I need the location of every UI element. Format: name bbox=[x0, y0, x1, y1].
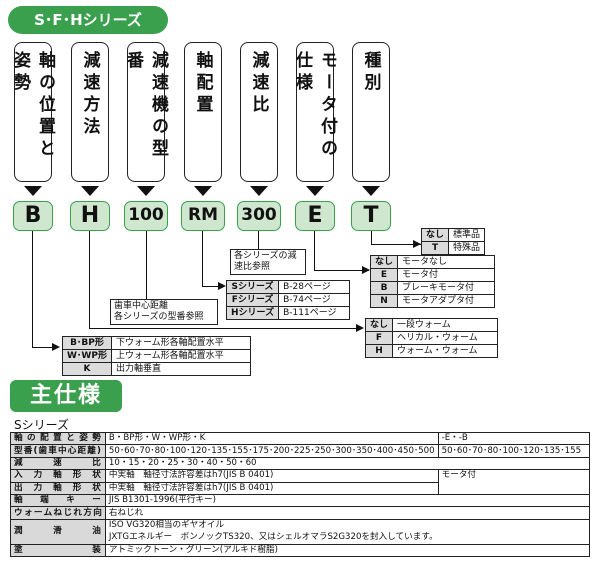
code-method: H bbox=[70, 201, 110, 231]
table-row: 入力軸形状中実軸 軸径寸法許容差はh7(JIS B 0401)モータ付 bbox=[10, 469, 591, 495]
code-position: B bbox=[13, 201, 53, 231]
label-shaft-position: 軸の位置と姿勢 bbox=[10, 42, 55, 182]
arrow-down-icon bbox=[81, 186, 99, 196]
arrow-right-icon bbox=[356, 324, 364, 332]
spec-title: 主仕様 bbox=[10, 380, 122, 412]
table-row: 出力軸形状中実軸 軸径寸法許容差はh7(JIS B 0401) bbox=[10, 481, 590, 495]
spec-subtitle: Sシリーズ bbox=[14, 418, 70, 432]
series-header: S･F･Hシリーズ bbox=[8, 6, 168, 34]
code-arrangement: RM bbox=[181, 201, 225, 231]
connector-line bbox=[371, 231, 372, 244]
table-row: ウォームねじれ方向右ねじれ bbox=[10, 506, 591, 520]
connector-line bbox=[258, 231, 259, 249]
code-type: T bbox=[351, 201, 391, 231]
label-shaft-arrangement: 軸配置 bbox=[184, 42, 222, 182]
connector-line bbox=[314, 231, 315, 271]
arrow-down-icon bbox=[362, 186, 380, 196]
label-reduction-method: 減速方法 bbox=[71, 42, 109, 182]
label-type: 種別 bbox=[352, 42, 390, 182]
connector-line bbox=[32, 347, 58, 348]
connector-line bbox=[32, 231, 33, 347]
connector-line bbox=[89, 328, 361, 329]
connector-line bbox=[146, 231, 147, 299]
code-motor: E bbox=[295, 201, 335, 231]
arrow-down-icon bbox=[306, 186, 324, 196]
arrow-right-icon bbox=[362, 266, 370, 274]
table-row: 塗装アトミックトーン・グリーン(アルキド樹脂) bbox=[10, 543, 591, 558]
table-row: 型番(歯車中心距離)50･60･70･80･100･120･135･155･17… bbox=[10, 444, 591, 458]
arrow-right-icon bbox=[218, 282, 226, 290]
arrow-right-icon bbox=[413, 240, 421, 248]
table-row: W･WP形上ウォーム形各軸配置水平 bbox=[62, 349, 251, 363]
table-row: B･BP形下ウォーム形各軸配置水平 bbox=[62, 336, 251, 350]
code-model: 100 bbox=[124, 201, 168, 231]
arrow-down-icon bbox=[194, 186, 212, 196]
table-row: なし一段ウォーム bbox=[364, 318, 499, 332]
connector-line bbox=[371, 244, 421, 245]
arrow-right-icon bbox=[52, 343, 60, 351]
connector-line bbox=[202, 286, 224, 287]
connector-line bbox=[314, 270, 369, 271]
connector-line bbox=[89, 231, 90, 328]
ratio-note: 各シリーズの減速比参照 bbox=[230, 249, 306, 275]
table-row: なし標準品 bbox=[420, 228, 486, 242]
code-ratio: 300 bbox=[237, 201, 281, 231]
connector-line bbox=[202, 231, 203, 286]
model-note: 歯車中心距離 各シリーズの型番参照 bbox=[110, 299, 218, 325]
arrow-down-icon bbox=[137, 186, 155, 196]
arrow-down-icon bbox=[250, 186, 268, 196]
label-reduction-ratio: 減速比 bbox=[240, 42, 278, 182]
table-row: なしモータなし bbox=[369, 255, 496, 269]
arrow-down-icon bbox=[24, 186, 42, 196]
label-motor-spec: モータ付の仕様 bbox=[292, 42, 337, 182]
label-model-number: 減速機の型番 bbox=[123, 42, 168, 182]
